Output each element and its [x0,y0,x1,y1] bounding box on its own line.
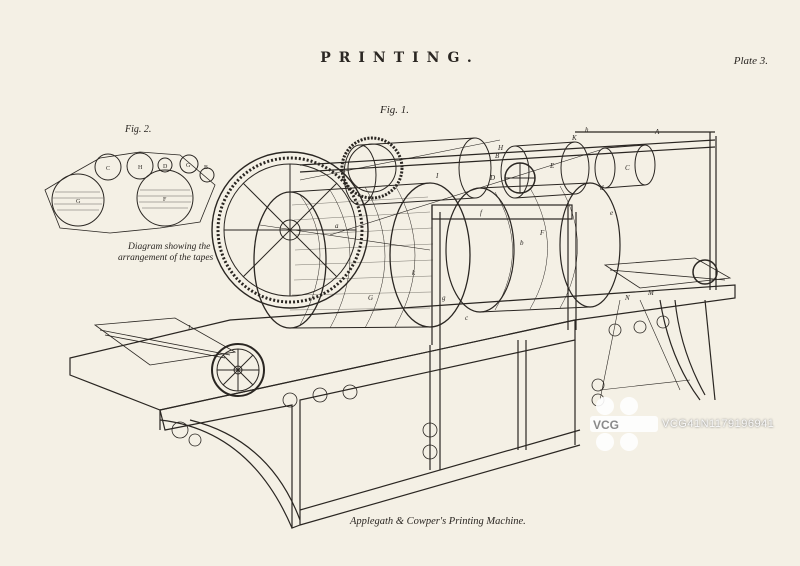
feed-tables [93,257,732,366]
fig1-part-letter-H: H [497,144,504,152]
tapes [259,139,691,401]
fig2-cylinder-label-2: D [163,164,168,170]
diagram-cylinder-g [51,173,105,227]
fig1-part-letter-F: F [539,229,545,237]
fig2-cylinder-label-6: B [204,165,208,171]
watermark-id: VCG41N1179196941 [662,418,775,430]
fig2-cylinder-label-5: F [163,197,167,203]
diagram-roller-d [157,157,173,173]
fig1-part-letter-k: k [412,269,416,277]
diagram-roller-g-small [179,154,199,174]
diagram-roller-h [126,152,154,180]
cylinder-g [253,182,471,329]
fig1-part-letter-E: E [549,162,555,170]
fig1-part-letter-d: d [600,184,604,192]
fig1-part-letter-a: a [335,222,339,230]
figure-1-caption: Applegath & Cowper's Printing Machine. [350,516,526,527]
machine-base [69,284,736,529]
fig1-part-letter-M: M [647,289,655,297]
fig2-cylinder-label-3: G [186,163,191,169]
figure-1-label: Fig. 1. [380,104,410,116]
fig1-part-letter-L: L [187,324,192,332]
under-rollers [171,315,670,460]
fig1-part-letter-h: h [585,126,589,134]
diagram-cylinder-f [136,169,194,227]
cylinder-f [445,182,621,313]
fig1-part-letter-g: g [442,294,446,302]
fig1-part-letter-D: D [489,174,495,182]
fig2-cylinder-label-4: G [76,199,81,205]
fig1-part-letter-I: I [435,172,439,180]
figure-2-caption: Diagram showing the arrangement of the t… [118,242,238,264]
upper-frame [299,131,717,345]
tape-diagram [44,151,216,234]
main-gear-wheel [211,151,369,309]
watermark-brand: VCG [593,418,619,432]
plate-title: PRINTING. [320,50,480,66]
fig1-part-letter-e: e [610,209,613,217]
fig1-part-letter-B: B [495,152,500,160]
watermark-logo: VCG [590,397,658,451]
diagram-hatching [53,189,192,211]
fig2-cylinder-label-1: H [138,165,143,171]
fly-wheel-front [211,343,265,397]
fig1-part-letter-f: f [480,209,483,217]
fig1-part-letter-K: K [571,134,577,142]
fig1-part-letter-N: N [624,294,630,302]
fly-wheel-rear [504,162,718,285]
fig2-cylinder-label-0: C [106,166,110,172]
diagram-roller-b [199,167,215,183]
fig1-part-letter-C: C [625,164,630,172]
diagram-roller-c [94,153,122,181]
upper-drums [343,137,656,206]
figure-2-label: Fig. 2. [125,124,152,135]
tape-outline [44,151,216,234]
figure-2-caption-line-1: Diagram showing the [128,242,211,252]
figure-2-caption-line-2: arrangement of the tapes [118,253,214,263]
fig1-part-letter-b: b [520,239,524,247]
plate-number: Plate 3. [733,55,768,67]
fig1-part-letter-c: c [465,314,469,322]
fig1-part-letter-A: A [654,128,660,136]
fig1-part-letter-G: G [368,294,373,302]
